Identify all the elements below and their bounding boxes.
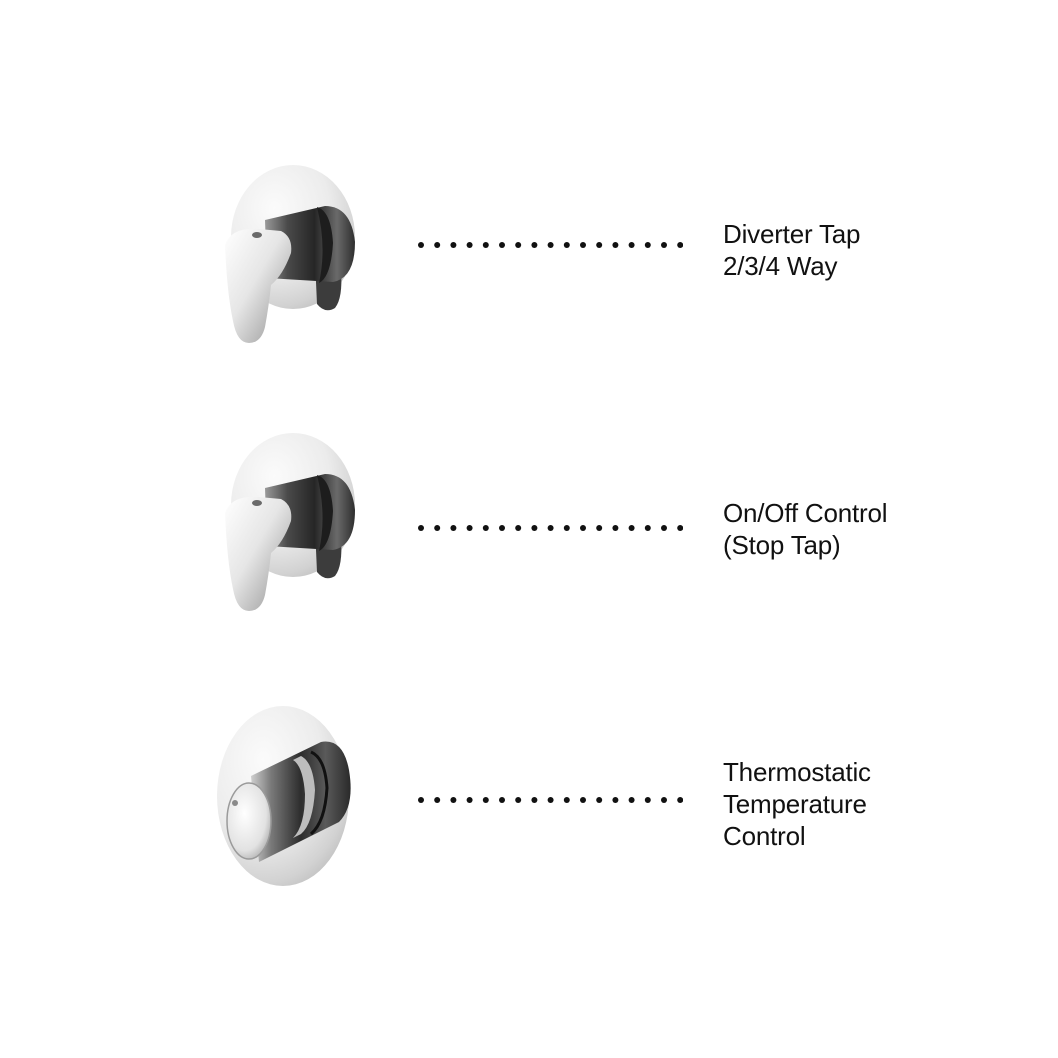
leader-dot	[418, 797, 424, 803]
label-line-1: Thermostatic	[723, 757, 871, 787]
on-off-control-label: On/Off Control (Stop Tap)	[723, 497, 1043, 561]
leader-dot	[531, 242, 538, 248]
leader-dot	[612, 525, 619, 531]
leader-dot	[499, 797, 505, 803]
leader-dot	[612, 797, 619, 803]
leader-dot	[580, 525, 586, 531]
leader-dot	[661, 242, 667, 248]
leader-dot	[677, 525, 683, 531]
leader-dot	[628, 242, 635, 248]
item-thermostatic-control: Thermostatic Temperature Control	[0, 700, 1058, 895]
leader-dot	[418, 525, 424, 531]
leader-dot	[466, 242, 473, 248]
item-on-off-control: On/Off Control (Stop Tap)	[0, 433, 1058, 623]
label-line-2: (Stop Tap)	[723, 530, 841, 560]
thermostatic-control-label: Thermostatic Temperature Control	[723, 756, 1043, 852]
leader-dot	[644, 525, 651, 531]
leader-dot	[450, 242, 457, 248]
leader-dot	[434, 242, 441, 248]
leader-dot	[482, 525, 489, 531]
leader-dot	[644, 242, 651, 248]
leader-dot	[563, 242, 570, 248]
leader-dot	[596, 525, 603, 531]
leader-dot	[434, 797, 441, 803]
label-line-1: On/Off Control	[723, 498, 888, 528]
label-line-2: Temperature	[723, 789, 867, 819]
leader-dot	[466, 797, 473, 803]
lever-valve-icon	[225, 165, 355, 343]
leader-dot	[466, 525, 473, 531]
leader-dot	[515, 242, 522, 248]
leader-dots	[418, 242, 683, 248]
leader-dot	[531, 797, 538, 803]
item-diverter-tap: Diverter Tap 2/3/4 Way	[0, 165, 1058, 355]
leader-dot	[547, 797, 554, 803]
leader-dot	[515, 797, 522, 803]
leader-dot	[450, 797, 457, 803]
leader-dot	[563, 525, 570, 531]
leader-dot	[547, 242, 554, 248]
label-line-3: Control	[723, 821, 806, 851]
leader-dot	[580, 242, 586, 248]
leader-dot	[677, 242, 683, 248]
leader-dots	[418, 797, 683, 803]
leader-dot	[499, 525, 505, 531]
leader-dot	[644, 797, 651, 803]
leader-dot	[515, 525, 522, 531]
label-line-2: 2/3/4 Way	[723, 251, 838, 281]
leader-dot	[418, 242, 424, 248]
leader-dot	[628, 797, 635, 803]
leader-dot	[628, 525, 635, 531]
label-line-1: Diverter Tap	[723, 219, 861, 249]
leader-dot	[677, 797, 683, 803]
leader-dot	[450, 525, 457, 531]
leader-dot	[434, 525, 441, 531]
leader-dot	[547, 525, 554, 531]
leader-dot	[596, 242, 603, 248]
diverter-tap-label: Diverter Tap 2/3/4 Way	[723, 218, 1043, 282]
leader-dot	[580, 797, 586, 803]
thermostatic-knob-icon	[217, 706, 351, 886]
leader-dot	[612, 242, 619, 248]
leader-dot	[482, 797, 489, 803]
leader-dot	[661, 797, 667, 803]
lever-valve-icon	[225, 433, 355, 611]
leader-dot	[499, 242, 505, 248]
leader-dot	[482, 242, 489, 248]
leader-dot	[563, 797, 570, 803]
leader-dots	[418, 525, 683, 531]
leader-dot	[531, 525, 538, 531]
leader-dot	[596, 797, 603, 803]
leader-dot	[661, 525, 667, 531]
